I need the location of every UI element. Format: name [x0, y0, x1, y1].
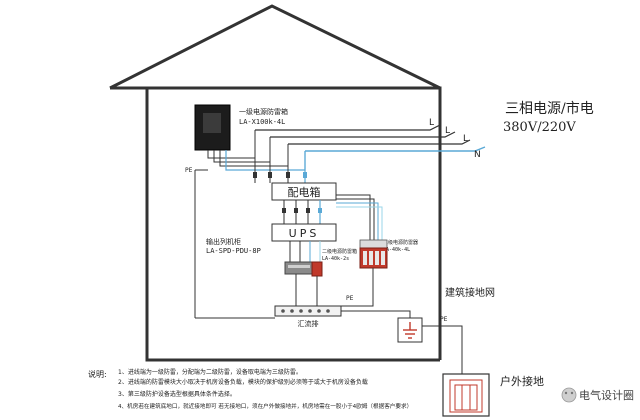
outdoor-ground-label: 户外接地 [500, 374, 544, 388]
pe-outdoor-wire [422, 325, 463, 374]
house-walls [110, 86, 442, 360]
ups-breakers [282, 208, 322, 213]
distribution-box [271, 182, 337, 201]
phase-label-n: N [474, 150, 481, 160]
busbar [274, 305, 342, 317]
outdoor-ground-grid [449, 379, 483, 413]
note-item-3: 3、第三级防护设备选型根据具体条件选择。 [118, 390, 236, 398]
ups-output-spd [311, 261, 323, 277]
watermark: 电气设计圈 [561, 387, 634, 403]
secondary-spd-name: 二级电源防雷箱 [322, 248, 357, 255]
house-roof [109, 4, 441, 90]
outdoor-ground-frame [442, 373, 490, 417]
power-source-voltage: 380V/220V [503, 120, 576, 135]
pe-label-left: PE [185, 167, 193, 174]
incoming-neutral [305, 146, 486, 152]
primary-spd-panel [203, 113, 221, 133]
house-left-wall [145, 88, 440, 362]
busbar-to-ground-wire [341, 310, 411, 318]
pe-label-right: PE [440, 316, 448, 323]
note-item-1: 1、进线端为一级防雷，分配端为二级防雷，设备取电端为三级防雷。 [118, 368, 302, 376]
incoming-lines [255, 124, 471, 145]
tertiary-spd-model: LA-40k-4L [383, 247, 410, 253]
pe-label-bottom: PE [346, 295, 354, 302]
watermark-text: 电气设计圈 [579, 388, 634, 402]
ups-box [271, 223, 337, 242]
wechat-icon [561, 387, 577, 403]
secondary-spd-device [359, 239, 388, 269]
output-device-name: 输出列机柜 [206, 237, 241, 246]
busbar-drop-wires [295, 268, 374, 307]
secondary-spd-model: LA-40k-2s [322, 256, 349, 262]
distribution-breakers [253, 172, 307, 178]
spd-tap-neutral [225, 150, 306, 171]
note-item-2: 2、进线端的防雷模块大小取决于机房设备负载，模块的保护级别必须等于或大于机房设备… [118, 378, 368, 386]
building-ground-label: 建筑接地网 [445, 286, 495, 299]
ups-label: UPS [289, 227, 320, 240]
notes-heading: 说明: [88, 369, 107, 379]
output-device-model: LA-SPD-PDU-8P [206, 247, 261, 255]
ground-symbol-icon [403, 322, 417, 339]
primary-spd-name: 一级电源防雷箱 [239, 107, 288, 116]
busbar-label: 汇流排 [298, 319, 319, 328]
tertiary-spd-name: 三级电源防雷器 [383, 239, 418, 246]
busbar-terminals [281, 309, 330, 313]
secondary-spd-wires [336, 194, 383, 240]
note-item-4: 4、机房若在建筑底地口，就近接地即可 若无接地口，须在户外做接地并，机房地需在一… [118, 402, 412, 410]
primary-spd-model: LA-X100k-4L [239, 118, 285, 126]
phase-label-l2: L [445, 126, 450, 136]
phase-label-l1: L [429, 118, 434, 128]
ups-output-wires [289, 241, 321, 262]
phase-label-l3: L [463, 134, 468, 144]
power-source-title: 三相电源/市电 [505, 100, 594, 117]
distribution-box-label: 配电箱 [288, 185, 321, 199]
pdu-device-strip [288, 265, 310, 268]
